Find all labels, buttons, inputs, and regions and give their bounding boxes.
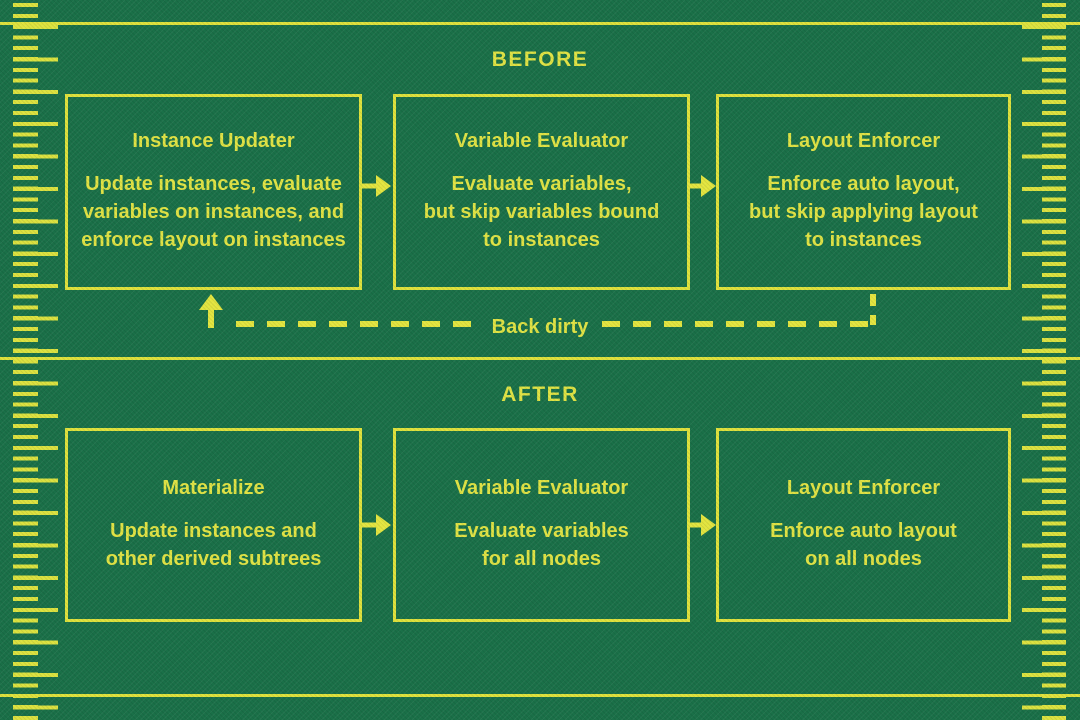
box-title: Variable Evaluator	[454, 130, 629, 152]
ruler-major-ticks-right	[1022, 24, 1066, 720]
box-body: Update instances and other derived subtr…	[105, 520, 322, 570]
feedback-dashed-line-left	[236, 321, 478, 327]
bottom-divider	[0, 694, 1080, 697]
box-body: Evaluate variables, but skip variables b…	[423, 173, 660, 251]
arrow-right-icon	[362, 511, 392, 539]
box-title: Layout Enforcer	[786, 477, 941, 499]
box-title: Instance Updater	[132, 130, 295, 152]
arrow-right-icon	[362, 172, 392, 200]
box-title: Materialize	[162, 477, 265, 499]
arrow-right-icon	[687, 172, 717, 200]
after-box-materialize: Materialize Update instances and other d…	[65, 428, 362, 622]
after-box-variable-evaluator: Variable Evaluator Evaluate variables fo…	[393, 428, 690, 622]
box-title: Variable Evaluator	[454, 477, 629, 499]
top-divider	[0, 22, 1080, 25]
before-box-variable-evaluator: Variable Evaluator Evaluate variables, b…	[393, 94, 690, 290]
feedback-dashed-line-right	[602, 321, 876, 327]
arrow-up-icon	[197, 294, 225, 328]
section-heading-after: AFTER	[501, 383, 579, 406]
after-box-layout-enforcer: Layout Enforcer Enforce auto layout on a…	[716, 428, 1011, 622]
arrow-right-icon	[687, 511, 717, 539]
feedback-label: Back dirty	[491, 316, 589, 338]
middle-divider	[0, 357, 1080, 360]
feedback-dashed-line-down	[870, 294, 876, 325]
ruler-major-ticks-left	[13, 24, 58, 720]
before-box-instance-updater: Instance Updater Update instances, evalu…	[65, 94, 362, 290]
box-body: Enforce auto layout, but skip applying l…	[749, 173, 978, 251]
box-body: Enforce auto layout on all nodes	[770, 520, 957, 570]
section-heading-before: BEFORE	[491, 48, 589, 71]
box-body: Update instances, evaluate variables on …	[81, 173, 346, 251]
box-title: Layout Enforcer	[786, 130, 941, 152]
box-body: Evaluate variables for all nodes	[454, 520, 629, 570]
before-box-layout-enforcer: Layout Enforcer Enforce auto layout, but…	[716, 94, 1011, 290]
